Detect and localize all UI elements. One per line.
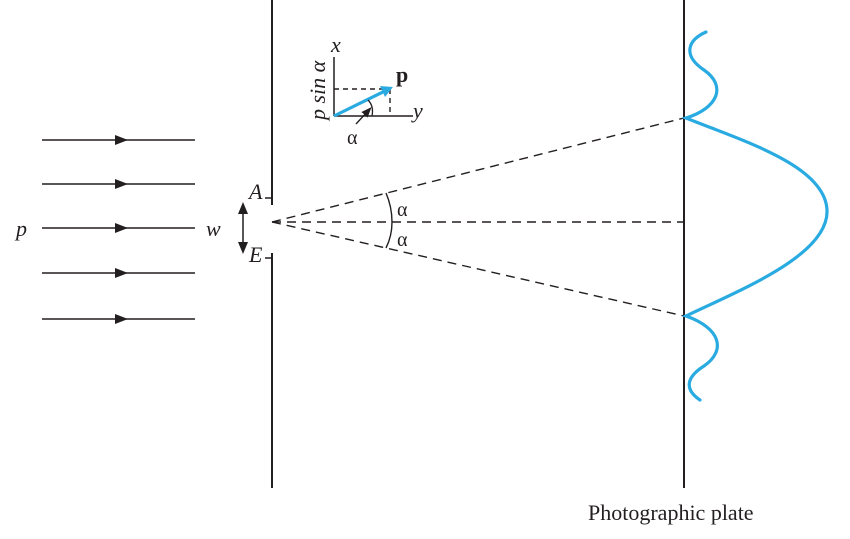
inset-vector-head: [380, 86, 393, 97]
momentum-inset: [333, 57, 413, 125]
angle-arcs: [385, 192, 393, 249]
lower-minimum-line: [271, 221, 685, 317]
lower-angle-label: α: [397, 229, 408, 251]
edge-a-label: A: [247, 179, 263, 204]
inset-momentum-vector: [333, 88, 388, 118]
inset-angle-arc: [367, 99, 374, 117]
inset-alpha-label: α: [347, 127, 358, 149]
incident-rays: [42, 135, 195, 324]
edge-e-label: E: [248, 242, 263, 267]
inset-angle-pointer: [355, 107, 372, 125]
inset-p-label: p: [396, 62, 408, 87]
upper-angle-arc: [385, 192, 393, 223]
upper-minimum-line: [271, 117, 685, 223]
slit-screen: [265, 0, 273, 488]
inset-x-label: x: [330, 32, 341, 57]
intensity-curve: [681, 30, 829, 402]
momentum-label: p: [14, 216, 27, 241]
diffraction-lines: [271, 117, 685, 317]
plate-caption: Photographic plate: [588, 500, 754, 525]
slit-width-label: w: [206, 216, 221, 241]
inset-y-label: y: [411, 98, 423, 123]
slit-width-arrow: [238, 202, 248, 254]
lower-angle-arc: [385, 221, 393, 249]
upper-angle-label: α: [397, 199, 408, 221]
inset-psin-label: p sin α: [305, 60, 330, 122]
